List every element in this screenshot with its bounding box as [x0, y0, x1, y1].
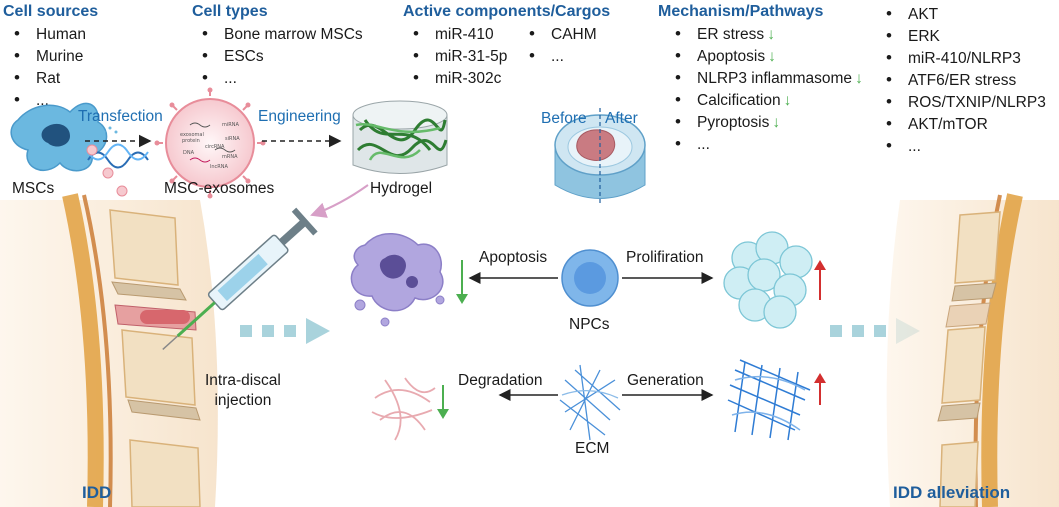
exo-label: protein [182, 138, 200, 144]
cell-sources-list: Human Murine Rat ... [12, 23, 86, 111]
list-item: ROS/TXNIP/NLRP3 [884, 91, 1046, 113]
list-item: ESCs [200, 45, 363, 67]
list-item: Pyroptosis↓ [673, 111, 863, 133]
exo-label: miRNA [222, 122, 239, 128]
injection-label: Intra-discal injection [205, 372, 281, 409]
hydrogel-label: Hydrogel [370, 180, 433, 197]
exo-label: exosomal [180, 132, 204, 138]
spine-left-icon [0, 193, 218, 507]
mechanism-list-1: ER stress↓ Apoptosis↓ NLRP3 inflammasome… [673, 23, 863, 155]
exo-label: mRNA [222, 154, 238, 160]
down-arrow-icon: ↓ [783, 92, 792, 109]
list-item: ER stress↓ [673, 23, 863, 45]
proliferation-label: Prolifiration [626, 249, 704, 266]
dna-icon [86, 126, 149, 197]
apoptotic-cell-icon [350, 232, 445, 327]
down-arrow-icon: ↓ [767, 26, 775, 43]
up-arrow-icon [814, 260, 826, 300]
list-item: AKT [884, 3, 1046, 25]
list-item: miR-302c [411, 67, 507, 89]
active-components-list-2: CAHM ... [527, 23, 597, 67]
spine-right-icon [886, 193, 1059, 507]
list-item: Rat [12, 67, 86, 89]
list-item: Bone marrow MSCs [200, 23, 363, 45]
flow-arrow [310, 184, 369, 218]
degradation-label: Degradation [458, 372, 543, 389]
exo-label: DNA [183, 150, 195, 156]
cell-types-title: Cell types [192, 3, 268, 20]
idd-alleviation-label: IDD alleviation [893, 483, 1011, 502]
list-item: NLRP3 inflammasome↓ [673, 67, 863, 89]
down-arrow-icon [456, 260, 468, 304]
ecm-icon [559, 364, 621, 441]
list-item: ATF6/ER stress [884, 69, 1046, 91]
list-item: Murine [12, 45, 86, 67]
list-item: ... [673, 133, 863, 155]
after-label: After [605, 110, 638, 127]
down-arrow-icon: ↓ [768, 48, 776, 65]
engineering-label: Engineering [258, 108, 341, 125]
msc-exosomes-label: MSC-exosomes [164, 180, 275, 197]
transfection-label: Transfection [78, 108, 163, 125]
before-label: Before [541, 110, 587, 127]
up-arrow-icon [814, 373, 826, 405]
idd-label: IDD [82, 483, 112, 502]
down-arrow-icon: ↓ [855, 70, 863, 87]
hydrogel-icon [352, 100, 448, 174]
mechanism-title: Mechanism/Pathways [658, 3, 824, 20]
syringe-icon [162, 207, 318, 350]
list-item: miR-31-5p [411, 45, 507, 67]
exo-label: circRNA [205, 144, 225, 150]
exo-label: lncRNA [210, 164, 229, 170]
list-item: ... [884, 135, 1046, 157]
mechanism-list-2: AKT ERK miR-410/NLRP3 ATF6/ER stress ROS… [884, 3, 1046, 157]
list-item: Apoptosis↓ [673, 45, 863, 67]
npcs-label: NPCs [569, 316, 610, 333]
proliferating-cells-icon [723, 231, 813, 329]
cell-sources-title: Cell sources [3, 3, 99, 20]
list-item: Calcification↓ [673, 89, 863, 111]
degraded-ecm-icon [371, 377, 436, 441]
list-item: miR-410/NLRP3 [884, 47, 1046, 69]
list-item: ... [200, 67, 363, 89]
list-item: ... [527, 45, 597, 67]
ecm-label: ECM [575, 440, 610, 457]
exo-label: siRNA [225, 136, 240, 142]
mscs-label: MSCs [12, 180, 55, 197]
list-item: CAHM [527, 23, 597, 45]
exosome-icon: miRNA exosomal protein siRNA circRNA DNA… [154, 87, 266, 199]
generation-label: Generation [627, 372, 704, 389]
npc-cell-icon [561, 249, 619, 307]
down-arrow-icon [437, 385, 449, 419]
cell-types-list: Bone marrow MSCs ESCs ... [200, 23, 363, 89]
down-arrow-icon: ↓ [772, 114, 781, 131]
apoptosis-label: Apoptosis [479, 249, 548, 266]
list-item: AKT/mTOR [884, 113, 1046, 135]
disc-icon [554, 108, 646, 206]
list-item: Human [12, 23, 86, 45]
active-components-list-1: miR-410 miR-31-5p miR-302c [411, 23, 507, 89]
active-components-title: Active components/Cargos [403, 3, 611, 20]
list-item: miR-410 [411, 23, 507, 45]
generated-ecm-icon [727, 359, 811, 441]
list-item: ERK [884, 25, 1046, 47]
progress-arrow-left [240, 318, 330, 344]
